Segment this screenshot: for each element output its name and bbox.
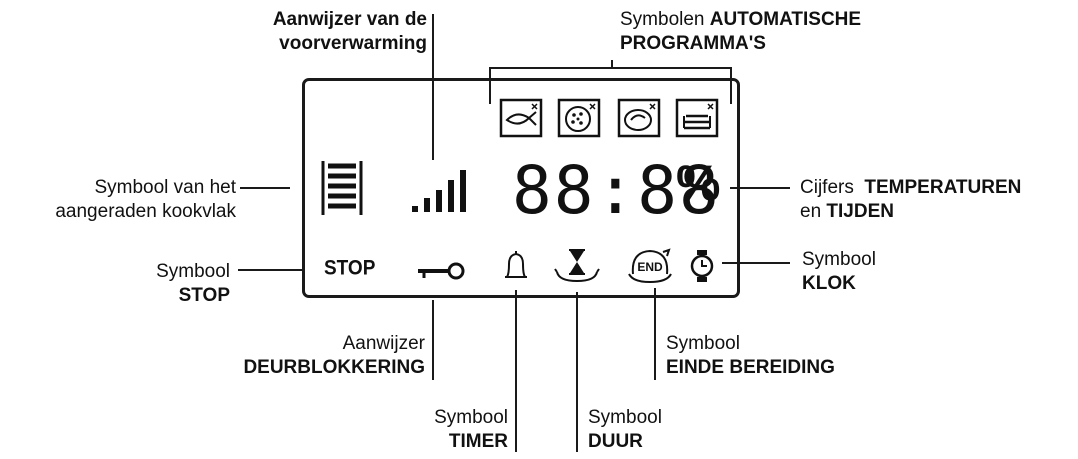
label-temps: Cijfers TEMPERATUREN en TIJDEN [800, 176, 1021, 224]
label-cooktop-line1: Symbool van het [94, 177, 236, 198]
label-timer-line1: Symbool [434, 407, 508, 428]
lcd-digits: 88:88 [512, 152, 721, 229]
label-stop-line2: STOP [178, 285, 230, 306]
label-duration-line1: Symbool [588, 407, 662, 428]
label-temps-line2-plain: en [800, 201, 827, 222]
label-temps-line1-bold: TEMPERATUREN [864, 177, 1022, 198]
bread-icon [617, 98, 661, 138]
percent-symbol: % [676, 155, 721, 211]
label-stop-line1: Symbool [156, 261, 230, 282]
end-icon: END [628, 248, 672, 284]
label-clock: Symbool KLOK [802, 248, 876, 296]
label-preheat-line1: Aanwijzer van de [272, 9, 427, 30]
label-doorlock-line1: Aanwijzer [342, 333, 425, 354]
label-duration-line2: DUUR [588, 431, 643, 452]
bell-icon [505, 251, 527, 278]
label-auto-line1-plain: Symbolen [620, 9, 710, 30]
label-preheat: Aanwijzer van de voorverwarming [227, 8, 427, 56]
preheat-bars-icon [412, 170, 466, 212]
label-stop: Symbool STOP [60, 260, 230, 308]
stop-symbol: STOP [324, 256, 376, 280]
label-auto-programs: Symbolen AUTOMATISCHE PROGRAMMA'S [620, 8, 861, 56]
lcd-display-frame [302, 78, 740, 298]
label-timer-line2: TIMER [448, 431, 508, 452]
end-icon-text: END [637, 260, 663, 274]
label-temps-line1-plain: Cijfers [800, 177, 865, 198]
label-clock-line2: KLOK [802, 273, 856, 294]
label-clock-line1: Symbool [802, 249, 876, 270]
label-timer: Symbool TIMER [380, 406, 508, 454]
label-end-line2: EINDE BEREIDING [666, 357, 835, 378]
clock-icon [690, 250, 714, 282]
key-icon [418, 262, 465, 280]
label-auto-line1-bold: AUTOMATISCHE [709, 9, 862, 30]
label-auto-line2-bold: PROGRAMMA'S [620, 33, 766, 54]
label-doorlock-line2: DEURBLOKKERING [243, 357, 425, 378]
cake-icon [675, 98, 719, 138]
fish-icon [499, 98, 543, 138]
cooktop-levels-icon [321, 161, 363, 215]
label-end: Symbool EINDE BEREIDING [666, 332, 835, 380]
pizza-icon [557, 98, 601, 138]
label-doorlock: Aanwijzer DEURBLOKKERING [200, 332, 425, 380]
label-end-line1: Symbool [666, 333, 740, 354]
hourglass-icon [554, 249, 600, 283]
label-cooktop-line2: aangeraden kookvlak [55, 201, 236, 222]
label-cooktop: Symbool van het aangeraden kookvlak [0, 176, 236, 224]
label-duration: Symbool DUUR [588, 406, 662, 454]
label-temps-line2-bold: TIJDEN [826, 201, 894, 222]
label-preheat-line2: voorverwarming [279, 33, 427, 54]
